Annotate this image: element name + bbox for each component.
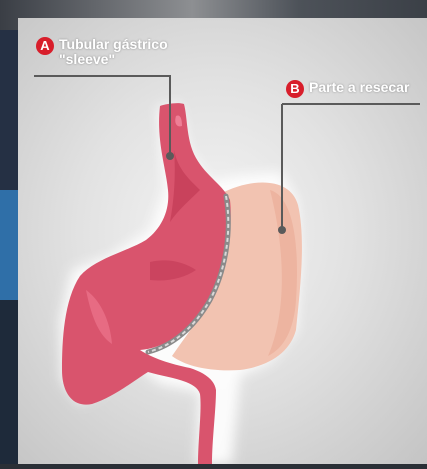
- leader-dot-b: [278, 226, 286, 234]
- gastric-sleeve: [62, 103, 231, 464]
- label-a-line2: "sleeve": [59, 51, 115, 67]
- label-a-line1: Tubular gástrico: [59, 36, 168, 52]
- label-a-text: Tubular gástrico "sleeve": [59, 37, 168, 67]
- leader-line-a: [34, 76, 170, 154]
- badge-b: B: [286, 80, 304, 98]
- label-resected-part: B Parte a resecar: [286, 80, 409, 98]
- leader-dot-a: [166, 152, 174, 160]
- label-tubular-sleeve: A Tubular gástrico "sleeve": [36, 37, 168, 67]
- label-b-text: Parte a resecar: [309, 80, 409, 95]
- badge-a: A: [36, 37, 54, 55]
